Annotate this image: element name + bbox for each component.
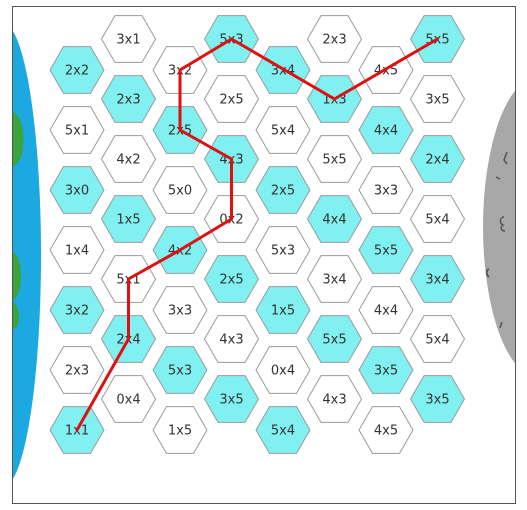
hex-cell[interactable]: 3x3 bbox=[153, 287, 207, 334]
hex-label: 5x4 bbox=[425, 333, 449, 348]
hex-label: 3x4 bbox=[322, 273, 346, 288]
hex-label: 3x5 bbox=[425, 393, 449, 408]
hex-label: 4x4 bbox=[374, 304, 398, 319]
hex-cell[interactable]: 3x3 bbox=[359, 167, 413, 214]
hex-cell[interactable]: 3x4 bbox=[411, 256, 465, 303]
hex-cell[interactable]: 3x5 bbox=[411, 376, 465, 423]
hex-cell[interactable]: 5x4 bbox=[411, 196, 465, 243]
hex-label: 3x0 bbox=[65, 184, 89, 199]
hex-cell[interactable]: 5x5 bbox=[308, 136, 362, 183]
earth-ocean bbox=[13, 23, 41, 487]
hex-label: 5x4 bbox=[425, 213, 449, 228]
hex-cell[interactable]: 2x5 bbox=[256, 167, 310, 214]
hex-label: 5x1 bbox=[65, 124, 89, 139]
hex-cell[interactable]: 5x5 bbox=[308, 316, 362, 363]
hex-label: 1x5 bbox=[271, 304, 295, 319]
moon bbox=[483, 77, 516, 377]
hex-label: 3x2 bbox=[65, 304, 89, 319]
hex-label: 5x5 bbox=[322, 153, 346, 168]
hex-label: 2x2 bbox=[65, 64, 89, 79]
hex-cell[interactable]: 5x3 bbox=[256, 227, 310, 274]
hex-cell[interactable]: 2x3 bbox=[102, 76, 156, 123]
hex-cell[interactable]: 5x4 bbox=[256, 407, 310, 454]
hex-label: 3x5 bbox=[219, 393, 243, 408]
hex-label: 2x3 bbox=[322, 33, 346, 48]
hex-label: 1x5 bbox=[168, 424, 192, 439]
hex-cell[interactable]: 4x2 bbox=[102, 136, 156, 183]
hex-cell[interactable]: 4x4 bbox=[308, 196, 362, 243]
hex-label: 3x5 bbox=[425, 93, 449, 108]
hex-cell[interactable]: 3x4 bbox=[308, 256, 362, 303]
hex-label: 4x4 bbox=[374, 124, 398, 139]
hex-cell[interactable]: 2x5 bbox=[205, 256, 259, 303]
hex-cell[interactable]: 5x4 bbox=[256, 107, 310, 154]
hex-cell[interactable]: 1x4 bbox=[50, 227, 104, 274]
hex-cell[interactable]: 2x5 bbox=[205, 76, 259, 123]
hex-label: 3x1 bbox=[116, 33, 140, 48]
hex-label: 5x3 bbox=[271, 244, 295, 259]
hex-cell[interactable]: 4x3 bbox=[308, 376, 362, 423]
hex-cell[interactable]: 0x4 bbox=[256, 347, 310, 394]
hex-label: 2x4 bbox=[425, 153, 449, 168]
hex-cell[interactable]: 2x3 bbox=[308, 16, 362, 63]
hex-cell[interactable]: 3x5 bbox=[411, 76, 465, 123]
moon-shape bbox=[483, 77, 516, 377]
hex-cell[interactable]: 3x2 bbox=[50, 287, 104, 334]
hex-label: 2x5 bbox=[219, 273, 243, 288]
hex-cell[interactable]: 1x5 bbox=[256, 287, 310, 334]
hex-cell[interactable]: 2x4 bbox=[411, 136, 465, 183]
hex-label: 3x5 bbox=[374, 364, 398, 379]
hex-cell[interactable]: 4x3 bbox=[205, 316, 259, 363]
earth-planet bbox=[13, 23, 41, 487]
hex-cell[interactable]: 1x5 bbox=[102, 196, 156, 243]
hex-label: 5x3 bbox=[168, 364, 192, 379]
game-board-canvas: 2x25x13x01x43x22x31x13x12x34x21x55x12x40… bbox=[13, 7, 516, 504]
hex-cell[interactable]: 5x4 bbox=[411, 316, 465, 363]
hex-label: 1x4 bbox=[65, 244, 89, 259]
hex-cell[interactable]: 5x3 bbox=[153, 347, 207, 394]
hex-cell[interactable]: 5x1 bbox=[50, 107, 104, 154]
hex-label: 5x5 bbox=[374, 244, 398, 259]
hex-label: 5x4 bbox=[271, 124, 295, 139]
hex-label: 1x5 bbox=[116, 213, 140, 228]
hex-label: 4x4 bbox=[322, 213, 346, 228]
hex-cell[interactable]: 4x5 bbox=[359, 407, 413, 454]
hex-label: 4x5 bbox=[374, 424, 398, 439]
hex-label: 0x4 bbox=[116, 393, 140, 408]
hex-label: 5x4 bbox=[271, 424, 295, 439]
hex-cell[interactable]: 2x2 bbox=[50, 47, 104, 94]
hex-label: 4x2 bbox=[116, 153, 140, 168]
hex-label: 4x3 bbox=[219, 333, 243, 348]
hex-cell[interactable]: 1x5 bbox=[153, 407, 207, 454]
hex-label: 3x3 bbox=[374, 184, 398, 199]
hex-label: 2x3 bbox=[65, 364, 89, 379]
hex-cell[interactable]: 3x5 bbox=[205, 376, 259, 423]
hex-grid: 2x25x13x01x43x22x31x13x12x34x21x55x12x40… bbox=[50, 16, 465, 454]
hex-label: 5x5 bbox=[322, 333, 346, 348]
hex-cell[interactable]: 2x3 bbox=[50, 347, 104, 394]
hex-label: 2x5 bbox=[219, 93, 243, 108]
hex-cell[interactable]: 4x4 bbox=[359, 107, 413, 154]
hex-label: 4x3 bbox=[322, 393, 346, 408]
hex-cell[interactable]: 3x1 bbox=[102, 16, 156, 63]
hex-cell[interactable]: 4x4 bbox=[359, 287, 413, 334]
hex-cell[interactable]: 3x5 bbox=[359, 347, 413, 394]
hex-label: 0x4 bbox=[271, 364, 295, 379]
hex-cell[interactable]: 0x4 bbox=[102, 376, 156, 423]
hex-label: 3x4 bbox=[425, 273, 449, 288]
hex-label: 3x3 bbox=[168, 304, 192, 319]
hex-cell[interactable]: 5x5 bbox=[359, 227, 413, 274]
hex-cell[interactable]: 5x0 bbox=[153, 167, 207, 214]
hex-label: 2x3 bbox=[116, 93, 140, 108]
hex-label: 2x5 bbox=[271, 184, 295, 199]
hex-cell[interactable]: 3x0 bbox=[50, 167, 104, 214]
hex-label: 5x0 bbox=[168, 184, 192, 199]
